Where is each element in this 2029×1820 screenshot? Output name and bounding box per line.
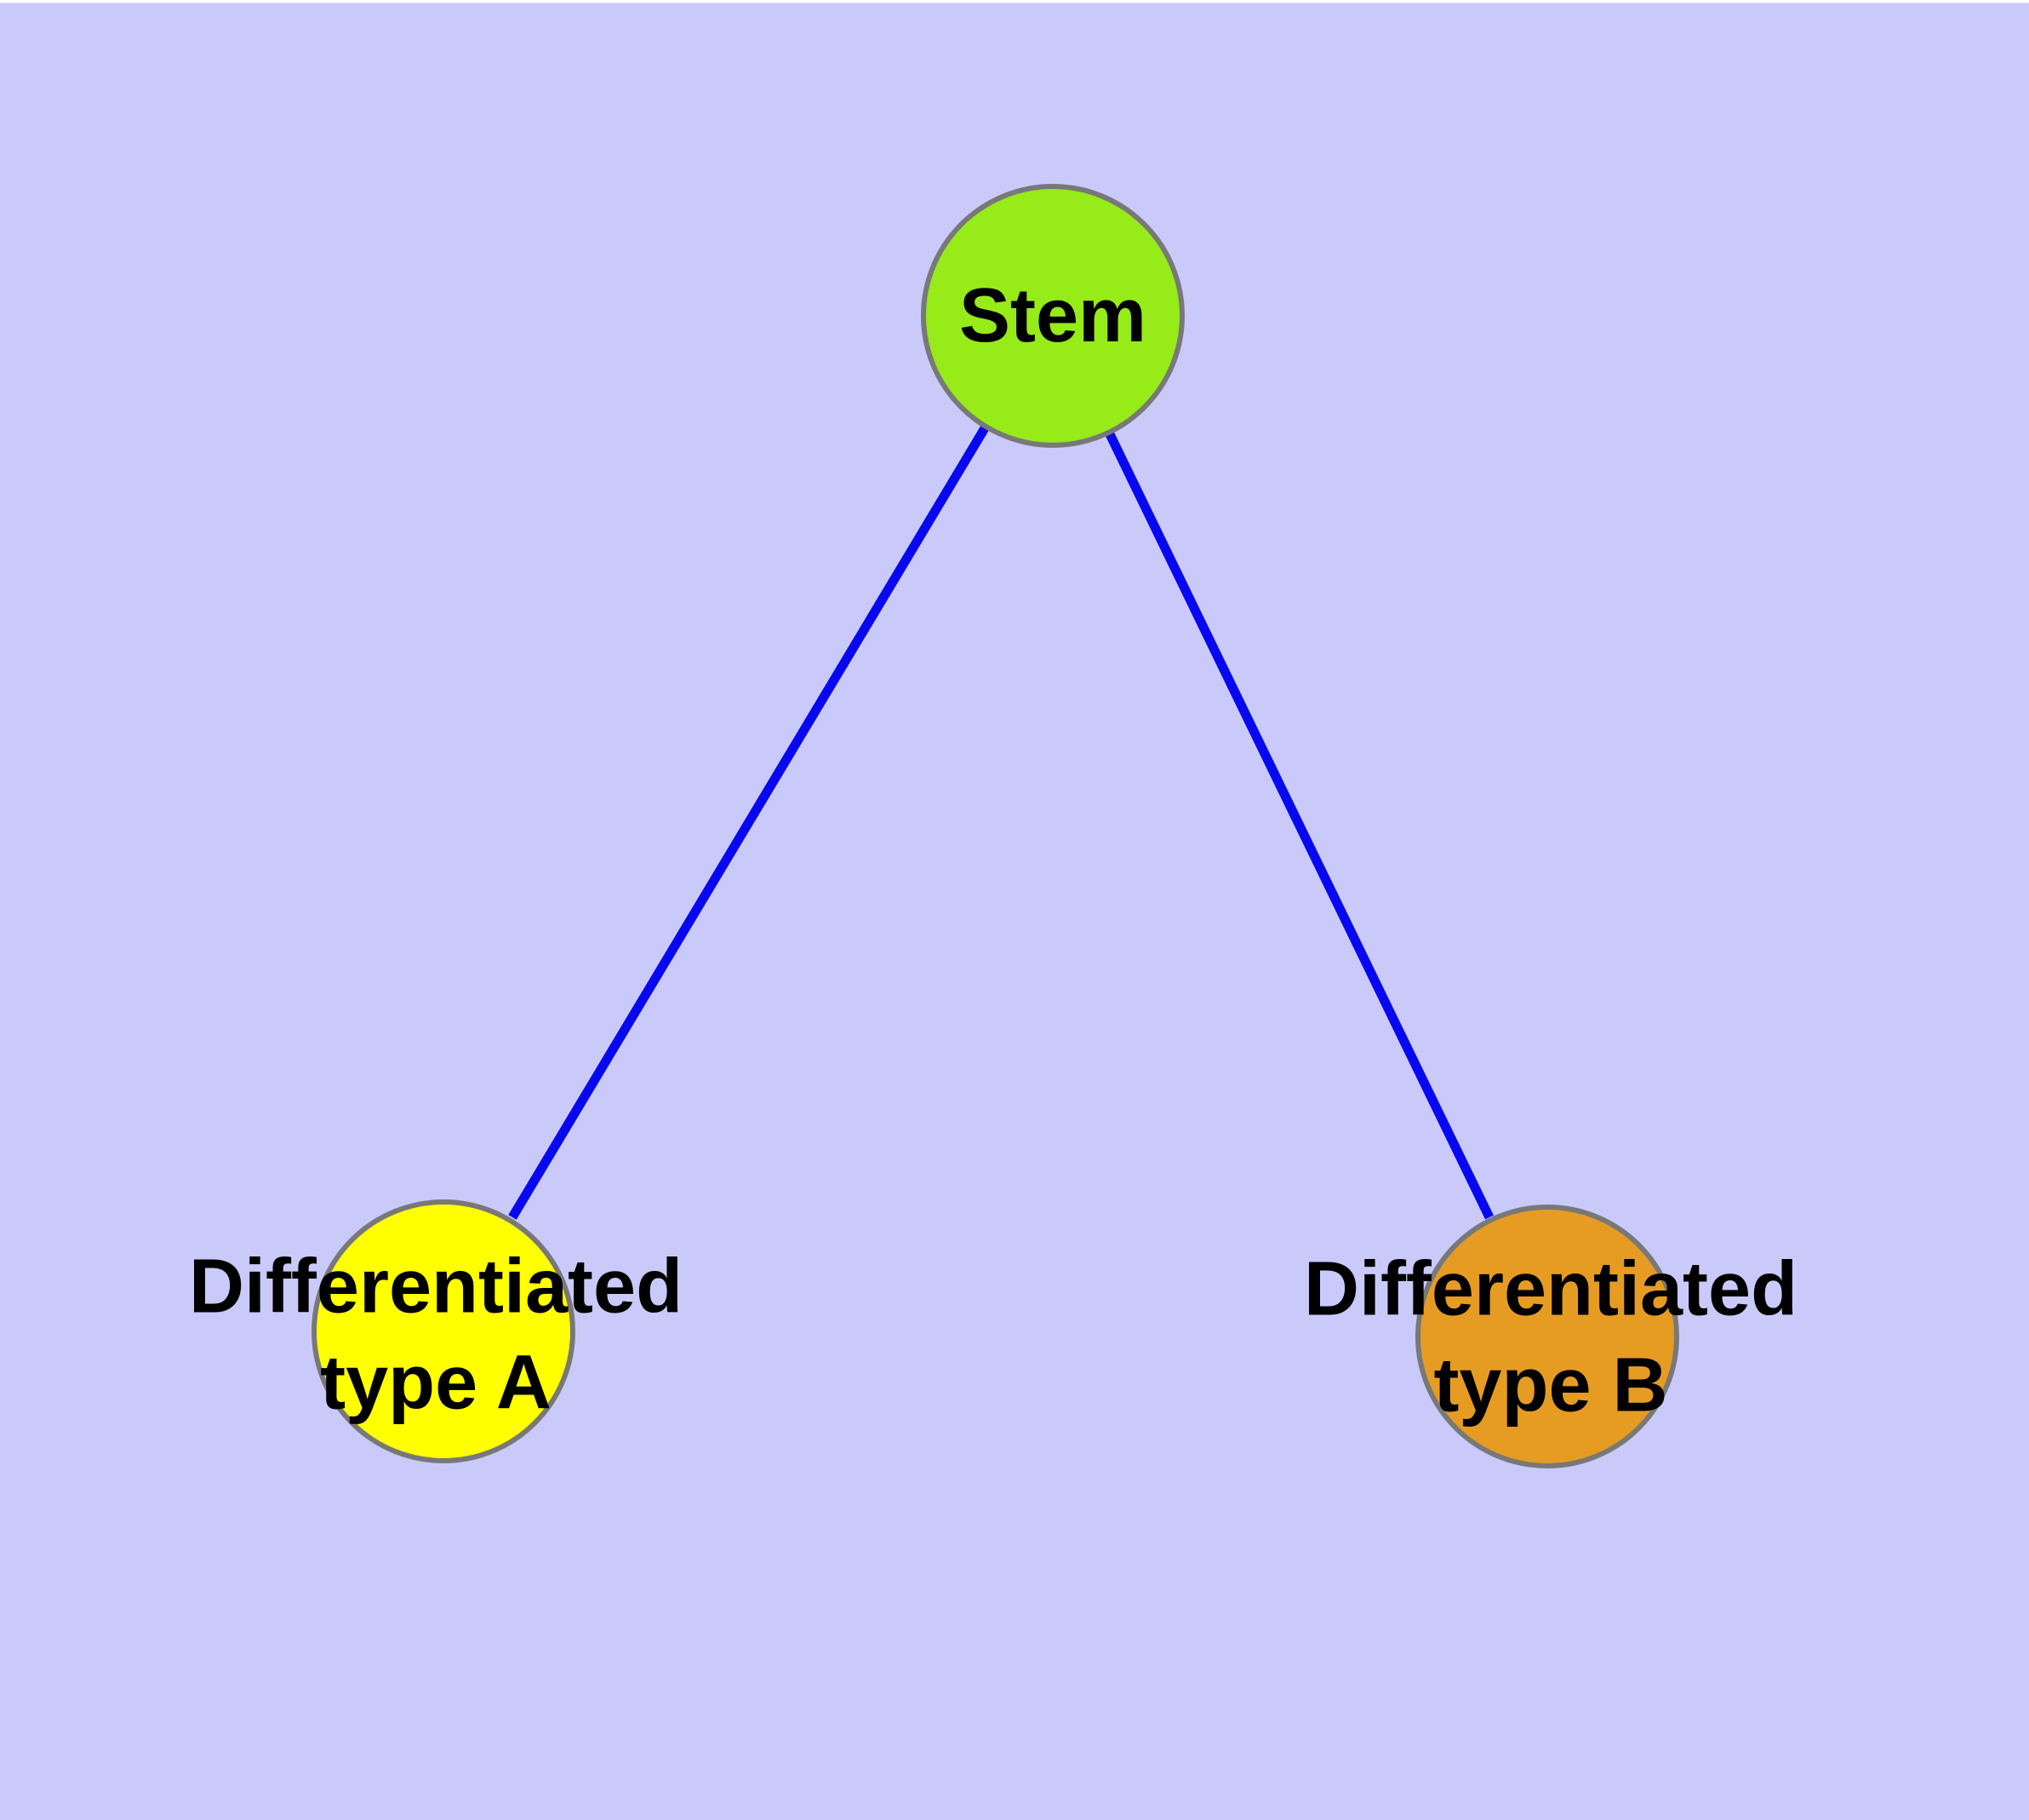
node-stem-circle [921, 184, 1185, 448]
node-type-b-circle [1415, 1205, 1679, 1468]
edge-stem-to-type-b [1106, 432, 1494, 1220]
node-type-a-circle [311, 1199, 575, 1463]
edge-stem-to-type-a [508, 426, 989, 1220]
top-margin-strip [0, 0, 2029, 3]
